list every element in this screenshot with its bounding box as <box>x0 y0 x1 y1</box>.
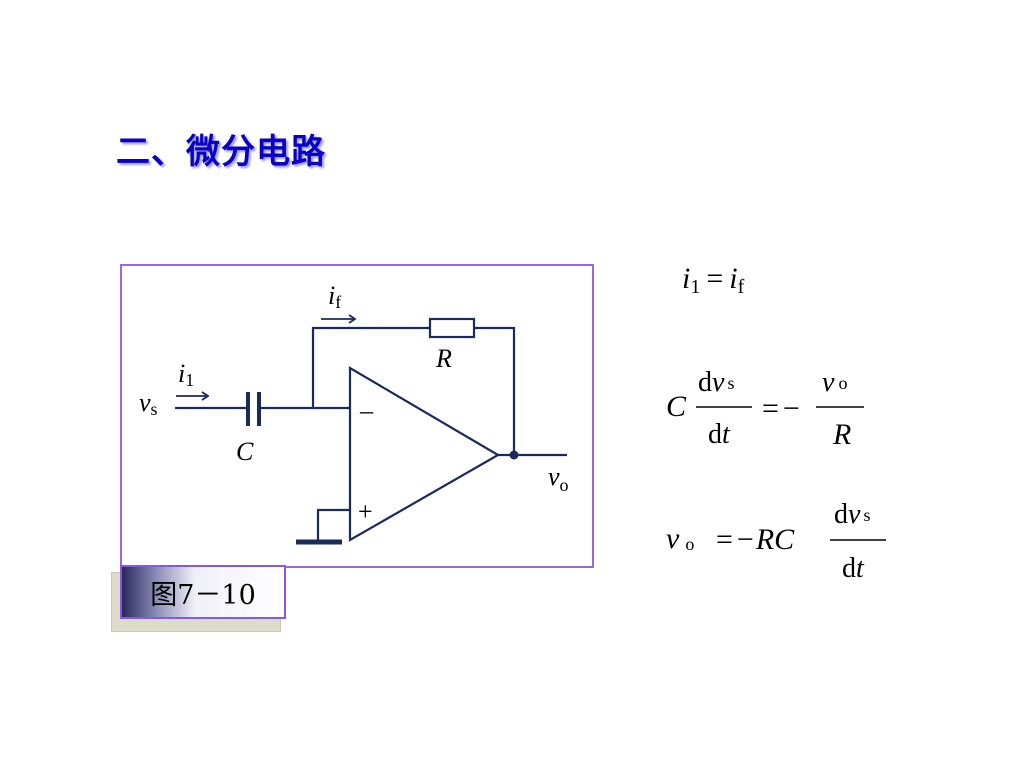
slide-title: 二、微分电路 <box>116 132 326 172</box>
feedback-output-wire <box>474 326 516 455</box>
svg-text:R: R <box>832 418 851 451</box>
label-i1: i1 <box>178 359 194 390</box>
svg-text:vo: vo <box>822 367 847 398</box>
svg-text:dvs: dvs <box>698 367 734 398</box>
label-noninverting: + <box>358 497 373 526</box>
label-vo: vo <box>548 462 569 495</box>
label-if: if <box>328 281 341 312</box>
label-resistor: R <box>435 344 452 373</box>
svg-text:dvs: dvs <box>834 499 870 530</box>
resistor-symbol <box>428 317 476 339</box>
svg-text:dt: dt <box>708 419 731 450</box>
svg-text:dt: dt <box>842 553 865 584</box>
feedback-wire <box>311 326 430 408</box>
svg-text:=−RC: =−RC <box>716 523 795 556</box>
equation-1: i1=if <box>682 262 745 298</box>
ground-wire <box>316 508 350 541</box>
figure-caption-text: 图7－10 <box>150 579 256 611</box>
output-node <box>509 450 519 460</box>
arrow-i1 <box>176 391 210 401</box>
op-amp-symbol <box>348 366 501 542</box>
svg-text:=−: =− <box>762 392 800 425</box>
svg-text:C: C <box>666 390 687 423</box>
label-vs: vs <box>139 388 158 419</box>
circuit-frame <box>120 264 594 568</box>
svg-text:i1=if: i1=if <box>682 262 745 298</box>
svg-text:vo: vo <box>666 522 694 555</box>
capacitor-symbol <box>246 392 261 426</box>
label-capacitor: C <box>236 437 254 466</box>
figure-caption: 图7－10 <box>120 565 286 619</box>
arrow-if <box>321 314 357 324</box>
label-inverting: – <box>359 396 374 425</box>
